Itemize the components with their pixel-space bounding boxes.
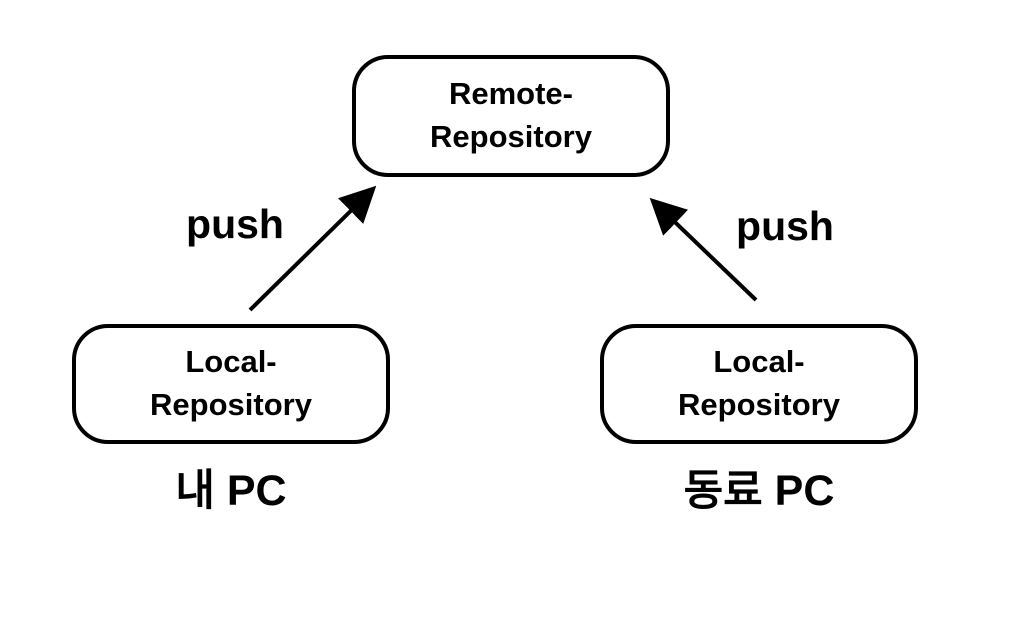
node-local-right-label-line2: Repository: [678, 387, 840, 422]
node-remote-label-line2: Repository: [430, 119, 592, 154]
push-label-left: push: [186, 201, 284, 247]
node-local-repository-right: Local- Repository: [600, 324, 918, 444]
node-local-right-label-line1: Local-: [713, 344, 805, 380]
node-local-left-label-line2: Repository: [150, 387, 312, 422]
caption-my-pc: 내 PC: [175, 467, 287, 515]
caption-colleague-pc: 동료 PC: [683, 467, 835, 515]
push-label-right: push: [736, 203, 834, 249]
node-local-left-label-line1: Local-: [185, 344, 277, 380]
node-remote-label-line1: Remote-: [448, 76, 573, 112]
node-remote-repository: Remote- Repository: [352, 55, 670, 177]
node-local-repository-left: Local- Repository: [72, 324, 390, 444]
